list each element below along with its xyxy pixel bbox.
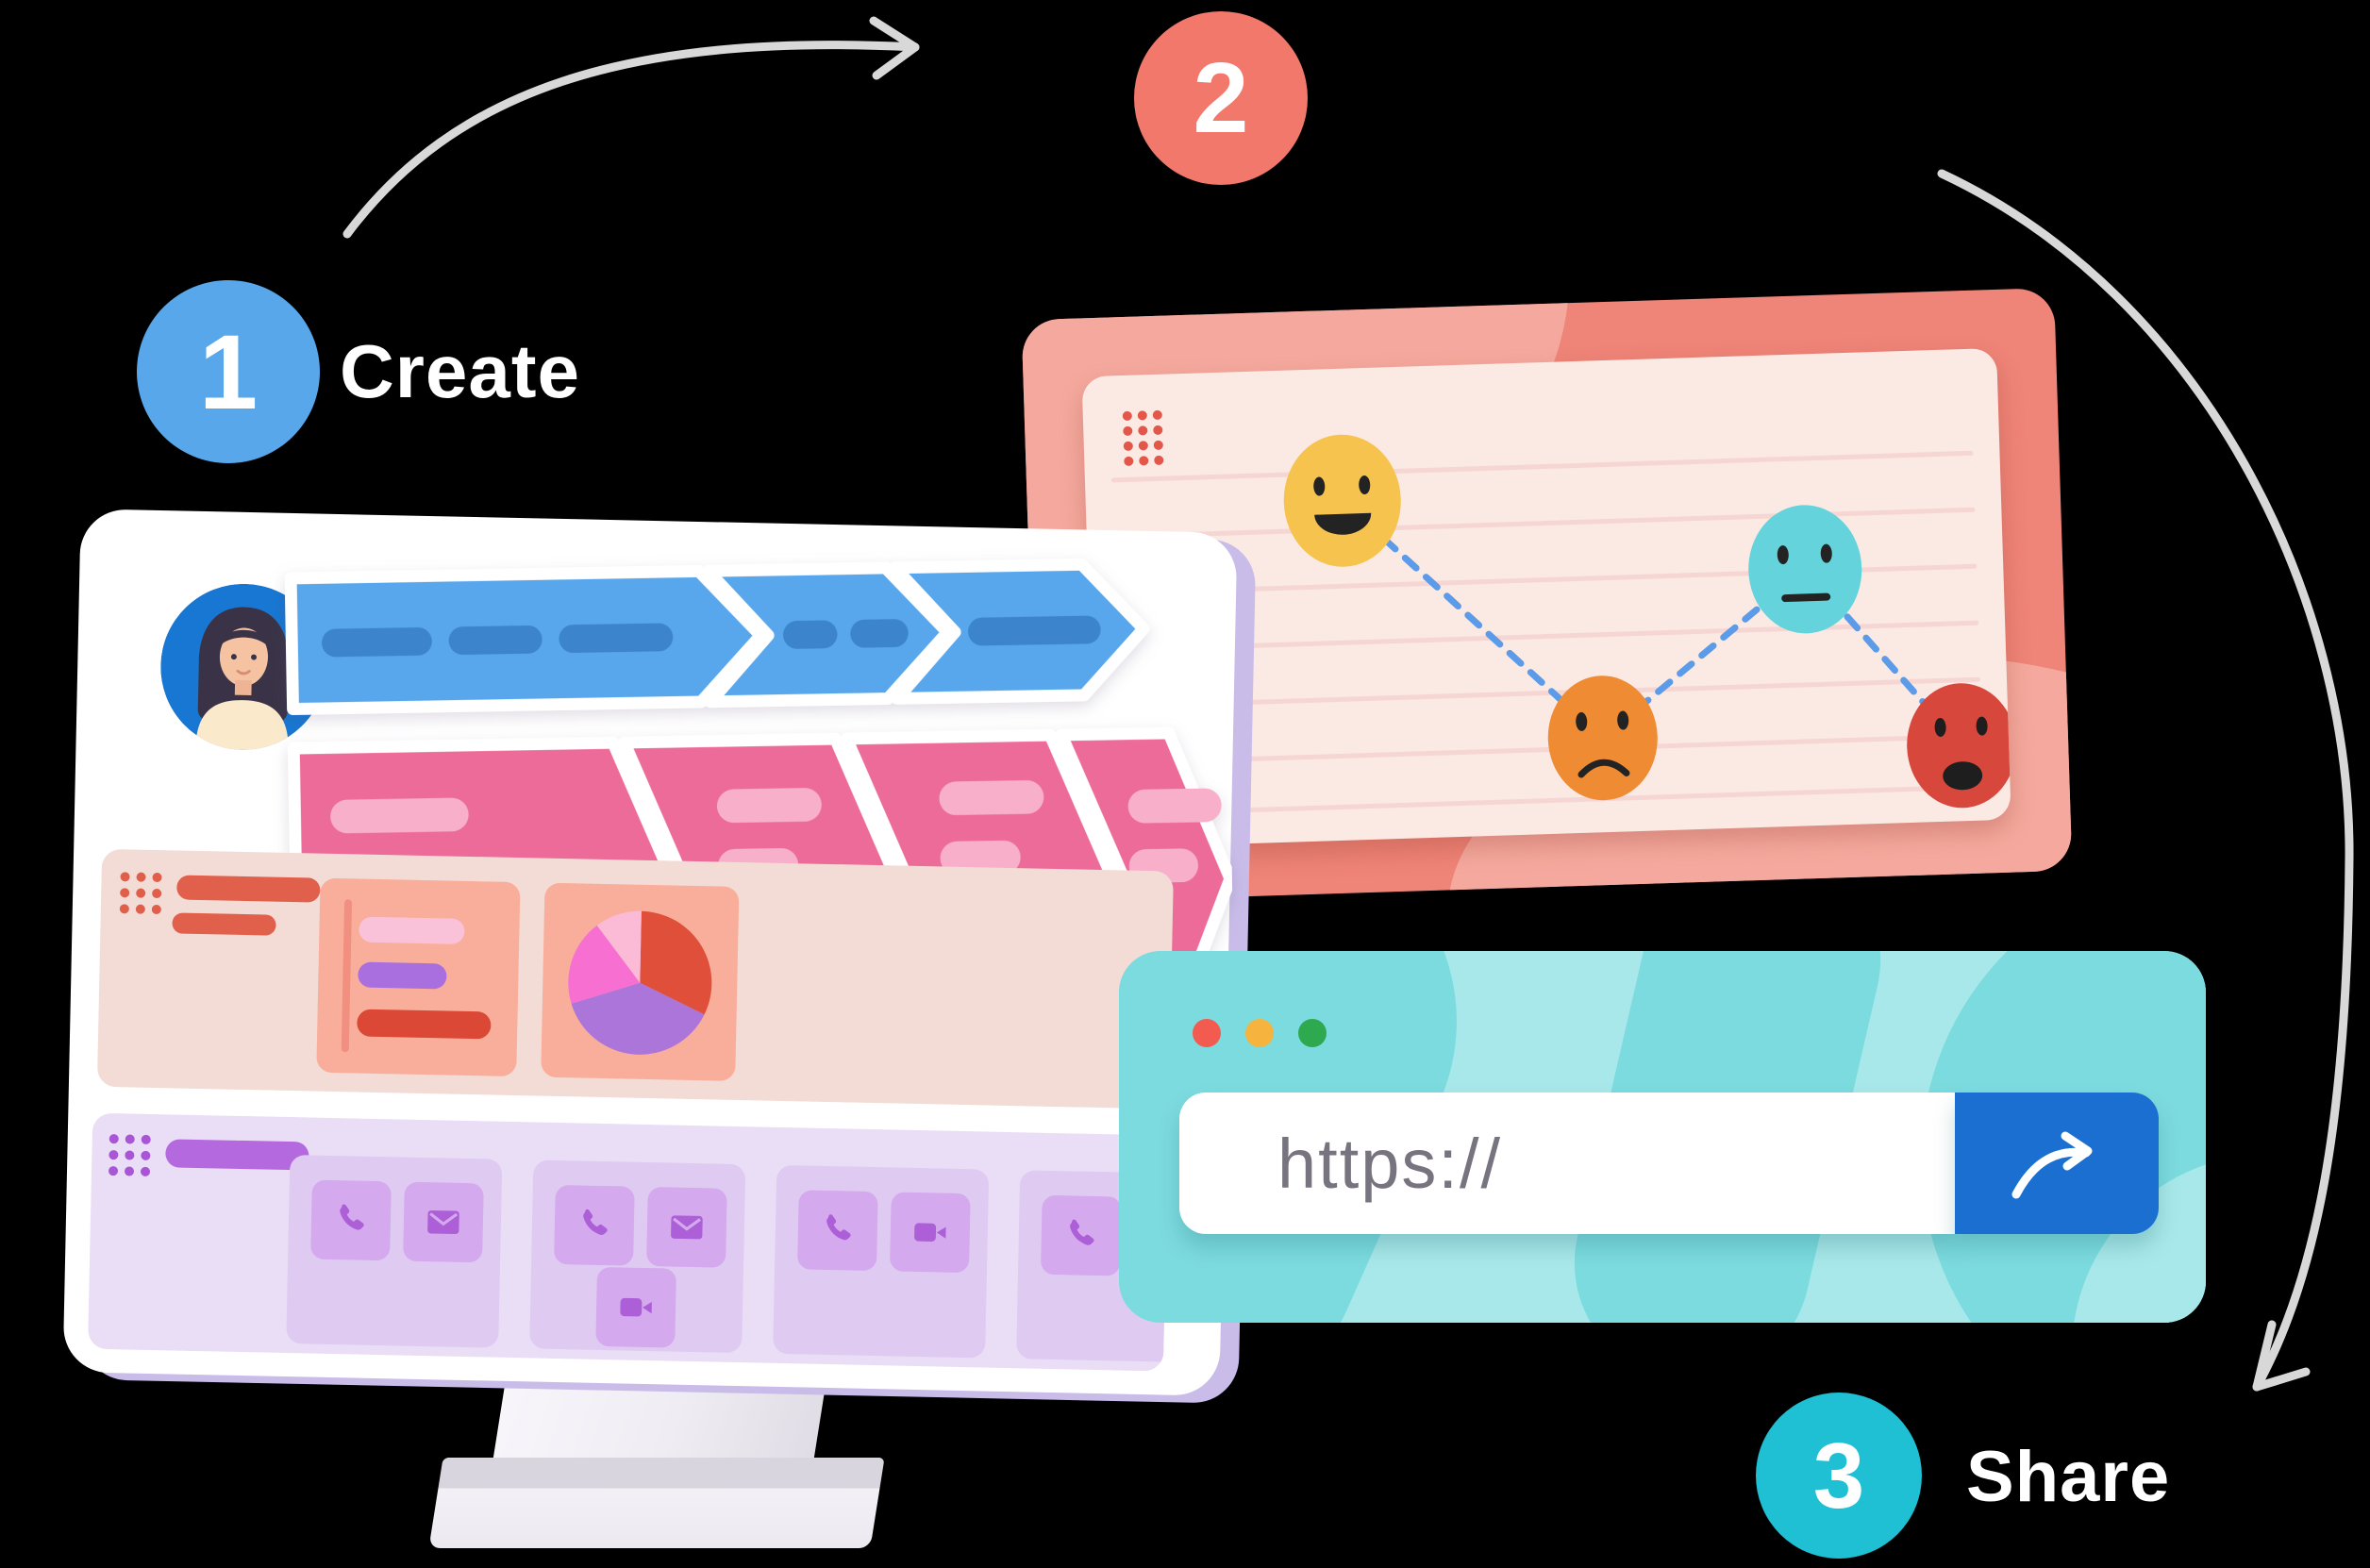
text-placeholder-pill (322, 627, 432, 658)
drag-handle-dots-icon (119, 872, 169, 921)
panel-title-pill (176, 875, 321, 903)
contact-card (529, 1159, 746, 1354)
text-placeholder-pill (1127, 788, 1222, 824)
video-icon (889, 1192, 971, 1274)
step-1-number: 1 (198, 312, 259, 431)
contacts-panel (88, 1112, 1169, 1372)
step-2-number: 2 (1193, 42, 1249, 154)
text-placeholder-pill (559, 623, 674, 653)
arrow-step2-to-step3-icon (1937, 169, 2354, 1392)
bar (357, 1009, 492, 1040)
phone-icon (554, 1184, 635, 1266)
bar (359, 916, 465, 944)
step-1-badge: 1 (137, 280, 320, 463)
pie-slice (596, 910, 642, 983)
contact-card (773, 1164, 990, 1359)
neutral-face-icon (1748, 505, 1862, 634)
text-placeholder-pill (330, 797, 469, 834)
url-text: https:// (1277, 1124, 1503, 1203)
close-window-icon[interactable] (1193, 1019, 1221, 1047)
analytics-panel (96, 848, 1174, 1109)
monitor-stand-base (428, 1458, 885, 1548)
bar-chart-card (316, 877, 521, 1077)
pie-slice (640, 910, 712, 1015)
mail-icon (403, 1181, 484, 1263)
text-placeholder-pill (783, 620, 838, 649)
mood-trend-chart (1283, 434, 2011, 809)
step-1-label: Create (340, 329, 581, 413)
step-3-number: 3 (1812, 1423, 1865, 1527)
arrow-step1-to-step2-icon (342, 16, 920, 239)
phone-icon (1040, 1194, 1122, 1276)
step-3-label: Share (1966, 1437, 2171, 1517)
step-2-badge: 2 (1134, 11, 1308, 185)
step-3-badge: 3 (1756, 1393, 1922, 1559)
text-placeholder-pill (716, 788, 822, 824)
browser-window: https:// (1119, 951, 2206, 1323)
phone-icon (797, 1190, 878, 1272)
phone-icon (310, 1179, 392, 1261)
maximize-window-icon[interactable] (1298, 1019, 1327, 1047)
contact-card (286, 1155, 503, 1348)
arrow-curved-up-right-icon (2011, 1131, 2093, 1199)
pie-chart (568, 910, 712, 1055)
angry-face-icon (1907, 683, 2011, 809)
text-placeholder-pill (968, 615, 1101, 646)
panel-subtitle-pill (172, 912, 276, 936)
pie-slice (568, 925, 641, 1004)
mood-note-sheet (1081, 347, 2011, 849)
bar (358, 961, 447, 990)
drag-handle-dots-icon (108, 1134, 158, 1183)
avatar (160, 583, 327, 751)
minimize-window-icon[interactable] (1245, 1019, 1274, 1047)
sad-face-icon (1547, 676, 1658, 801)
bar-chart-axis (341, 899, 353, 1053)
text-placeholder-pill (448, 626, 542, 655)
share-button[interactable] (1955, 1093, 2159, 1234)
panel-title-pill (165, 1139, 309, 1171)
video-icon (595, 1266, 676, 1348)
mood-board-card (1021, 287, 2073, 904)
text-placeholder-pill (939, 780, 1044, 816)
pie-chart-card (541, 882, 740, 1081)
window-controls (1193, 1019, 1327, 1047)
happy-face-icon (1283, 434, 1401, 567)
monitor-screen (62, 509, 1238, 1396)
url-input[interactable]: https:// (1179, 1093, 1955, 1234)
pie-slice (571, 982, 705, 1055)
mood-connector-line (1339, 497, 1965, 749)
mail-icon (646, 1187, 727, 1268)
text-placeholder-pill (850, 619, 909, 648)
